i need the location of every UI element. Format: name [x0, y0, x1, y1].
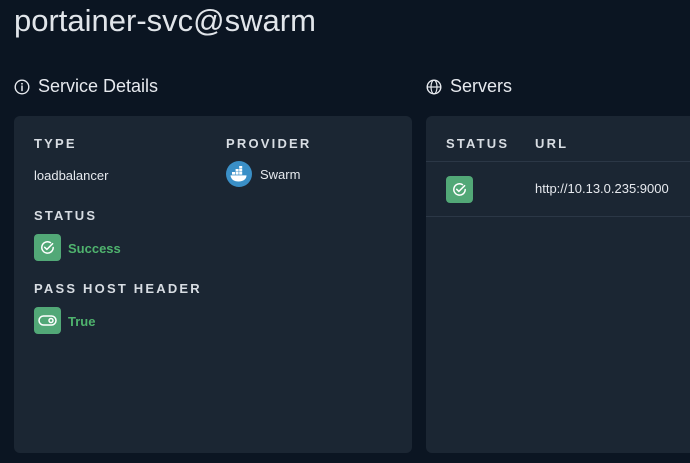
pass-host-header-value: True [68, 314, 96, 329]
server-status-badge [446, 176, 473, 203]
servers-card: STATUS URL http://10.13.0.235:9000 [426, 116, 690, 453]
check-circle-icon [39, 239, 56, 256]
service-details-card: TYPE loadbalancer PROVIDER Swarm STATUS [14, 116, 412, 453]
service-details-header: Service Details [14, 76, 158, 97]
provider-label: PROVIDER [226, 136, 312, 151]
servers-header-divider [426, 161, 690, 162]
servers-row-divider [426, 216, 690, 217]
type-label: TYPE [34, 136, 77, 151]
pass-host-header-label: PASS HOST HEADER [34, 281, 202, 296]
servers-column-url: URL [535, 136, 569, 151]
page-title: portainer-svc@swarm [14, 3, 316, 38]
servers-column-status: STATUS [446, 136, 510, 151]
pass-host-header-badge [34, 307, 61, 334]
status-label: STATUS [34, 208, 98, 223]
docker-swarm-icon [226, 161, 252, 187]
servers-title: Servers [450, 76, 513, 96]
status-value: Success [68, 241, 121, 256]
toggle-on-icon [38, 314, 57, 327]
status-badge [34, 234, 61, 261]
provider-name: Swarm [260, 166, 301, 182]
server-url[interactable]: http://10.13.0.235:9000 [535, 181, 669, 196]
info-icon [14, 78, 38, 95]
provider-value: Swarm [226, 161, 300, 187]
globe-icon [426, 78, 450, 95]
servers-header: Servers [426, 76, 512, 97]
service-details-title: Service Details [38, 76, 159, 96]
type-value: loadbalancer [34, 168, 109, 183]
check-circle-icon [451, 181, 468, 198]
